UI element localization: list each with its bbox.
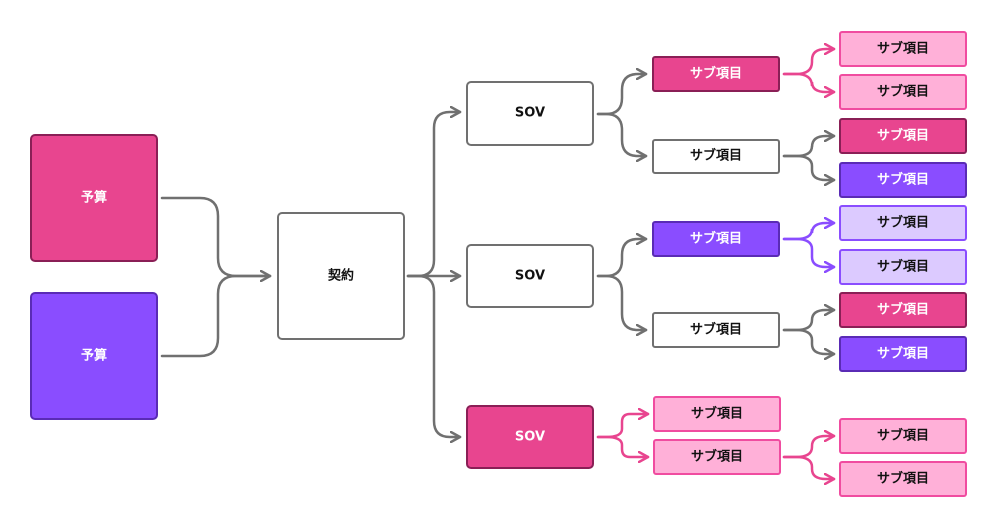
connector-sub-6-to-sub-6b [782, 455, 836, 479]
connector-sov-1-to-sub-2 [596, 112, 648, 156]
sub-node-1b-label: サブ項目 [877, 84, 929, 100]
sub-node-1[interactable]: サブ項目 [652, 56, 780, 92]
sov-node-3-label: SOV [515, 430, 545, 445]
connector-sov-1-to-sub-1 [596, 74, 648, 116]
budget-node-1-label: 予算 [81, 190, 107, 206]
connector-sub-4-to-sub-4b [782, 328, 836, 354]
connector-contract-to-sov-3 [406, 274, 462, 437]
sub-node-5[interactable]: サブ項目 [653, 396, 781, 432]
connector-sub-2-to-sub-2b [782, 154, 836, 180]
sub-node-4b-label: サブ項目 [877, 346, 929, 362]
connector-sub-3-to-sub-3a [782, 223, 836, 241]
connector-sov-2-to-sub-3 [596, 239, 648, 278]
connector-sub-6-to-sub-6a [782, 436, 836, 459]
sub-node-6b[interactable]: サブ項目 [839, 461, 967, 497]
sub-node-2b-label: サブ項目 [877, 172, 929, 188]
connector-sub-1-to-sub-1b [782, 72, 836, 92]
connector-sov-2-to-sub-4 [596, 274, 648, 330]
sub-node-3a-label: サブ項目 [877, 215, 929, 231]
contract-node[interactable]: 契約 [277, 212, 405, 340]
sov-node-1-label: SOV [515, 106, 545, 121]
sub-node-4[interactable]: サブ項目 [652, 312, 780, 348]
connector-budget-2-to-contract [160, 274, 272, 358]
sub-node-6b-label: サブ項目 [877, 471, 929, 487]
sub-node-4a[interactable]: サブ項目 [839, 292, 967, 328]
budget-node-1[interactable]: 予算 [30, 134, 158, 262]
sov-node-1[interactable]: SOV [466, 81, 594, 146]
sub-node-6[interactable]: サブ項目 [653, 439, 781, 475]
connector-contract-to-sov-1 [406, 112, 462, 278]
sub-node-2b[interactable]: サブ項目 [839, 162, 967, 198]
connector-sov-3-to-sub-5 [596, 414, 650, 439]
sub-node-3b-label: サブ項目 [877, 259, 929, 275]
sub-node-1-label: サブ項目 [690, 66, 742, 82]
sub-node-3b[interactable]: サブ項目 [839, 249, 967, 285]
sov-node-2-label: SOV [515, 269, 545, 284]
sub-node-3-label: サブ項目 [690, 231, 742, 247]
sub-node-4-label: サブ項目 [690, 322, 742, 338]
sub-node-3a[interactable]: サブ項目 [839, 205, 967, 241]
sub-node-1a-label: サブ項目 [877, 41, 929, 57]
sub-node-4a-label: サブ項目 [877, 302, 929, 318]
sub-node-6-label: サブ項目 [691, 449, 743, 465]
connector-sub-1-to-sub-1a [782, 49, 836, 76]
sub-node-1b[interactable]: サブ項目 [839, 74, 967, 110]
sub-node-2-label: サブ項目 [690, 148, 742, 164]
sub-node-5-label: サブ項目 [691, 406, 743, 422]
sub-node-3[interactable]: サブ項目 [652, 221, 780, 257]
connectors [160, 49, 836, 479]
sub-node-2[interactable]: サブ項目 [652, 139, 780, 174]
sub-node-1a[interactable]: サブ項目 [839, 31, 967, 67]
connector-sub-2-to-sub-2a [782, 136, 836, 158]
sov-node-3[interactable]: SOV [466, 405, 594, 469]
sov-node-2[interactable]: SOV [466, 244, 594, 308]
sub-node-2a-label: サブ項目 [877, 128, 929, 144]
sub-node-2a[interactable]: サブ項目 [839, 118, 967, 154]
connector-sov-3-to-sub-6 [596, 435, 650, 457]
budget-node-2-label: 予算 [81, 348, 107, 364]
connector-budget-1-to-contract [160, 196, 272, 276]
connector-sub-4-to-sub-4a [782, 310, 836, 332]
budget-node-2[interactable]: 予算 [30, 292, 158, 420]
sub-node-6a-label: サブ項目 [877, 428, 929, 444]
contract-node-label: 契約 [327, 268, 354, 284]
connector-sub-3-to-sub-3b [782, 237, 836, 267]
sub-node-4b[interactable]: サブ項目 [839, 336, 967, 372]
sub-node-6a[interactable]: サブ項目 [839, 418, 967, 454]
